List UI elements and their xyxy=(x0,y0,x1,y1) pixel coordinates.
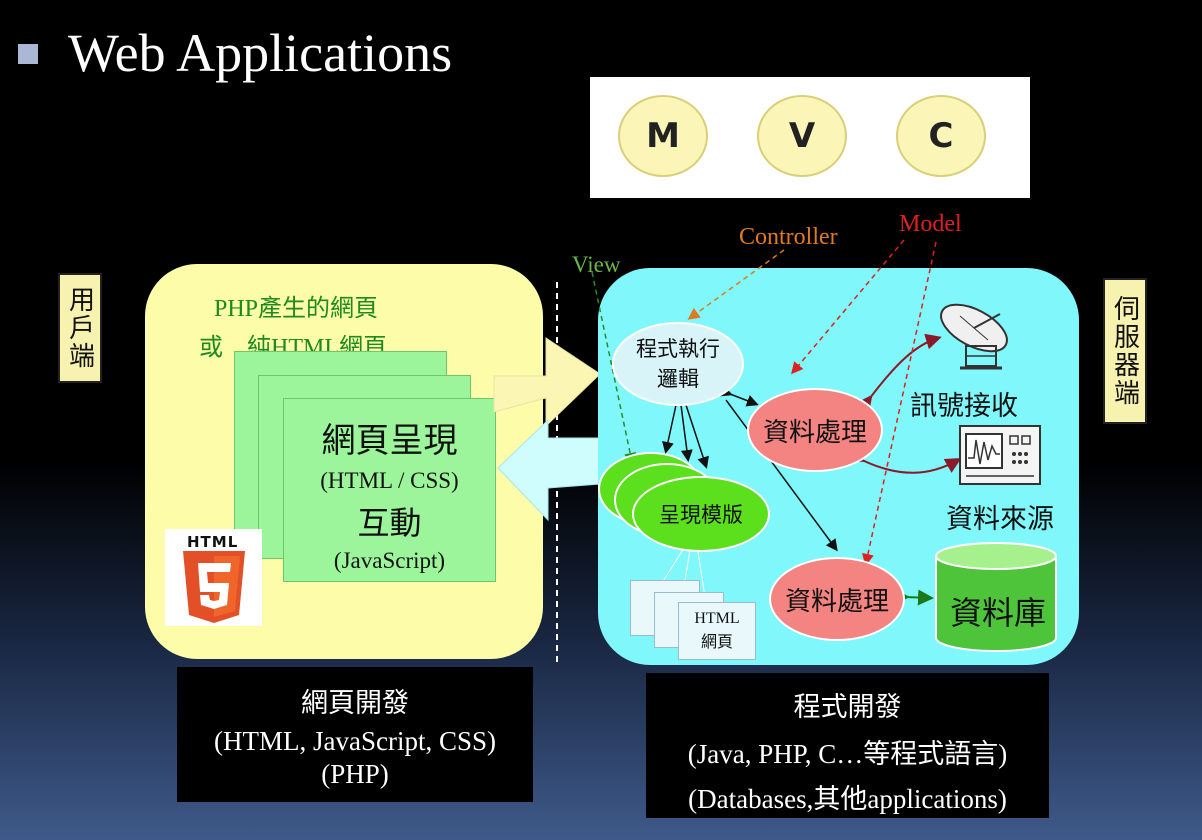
html5-logo: HTML xyxy=(165,529,262,626)
page-front: 網頁呈現 (HTML / CSS) 互動 (JavaScript) xyxy=(283,398,496,582)
program-dev-title: 程式開發 xyxy=(793,692,902,722)
database-label: 資料庫 xyxy=(950,595,1047,631)
page-interact-tech: (JavaScript) xyxy=(333,548,446,573)
web-dev-php: (PHP) xyxy=(321,759,389,789)
web-dev-title: 網頁開發 xyxy=(301,688,409,718)
controller-label: Controller xyxy=(739,224,838,250)
html-page-node: HTML 網頁 xyxy=(678,602,756,660)
client-line-php: PHP產生的網頁 xyxy=(214,296,379,322)
program-dev-box: 程式開發 (Java, PHP, C…等程式語言) (Databases,其他a… xyxy=(646,673,1049,818)
template-node: 呈現模版 xyxy=(632,476,770,552)
database-cylinder xyxy=(935,542,1057,652)
data-processing-bottom: 資料處理 xyxy=(769,557,905,641)
client-side-label: 用戶端 xyxy=(58,273,102,383)
program-dev-apps: (Databases,其他applications) xyxy=(688,784,1007,814)
html5-logo-text: HTML xyxy=(187,533,239,551)
model-label: Model xyxy=(899,211,962,237)
page-title: Web Applications xyxy=(68,23,453,83)
html5-shield-icon xyxy=(183,551,245,623)
server-side-label: 伺服器端 xyxy=(1103,278,1147,424)
page-interact-title: 互動 xyxy=(357,505,422,541)
oscilloscope-icon xyxy=(959,425,1041,485)
mvc-banner: M V C xyxy=(590,77,1030,198)
page-render-tech: (HTML / CSS) xyxy=(320,468,459,493)
mvc-m-circle: M xyxy=(618,95,708,177)
data-source-label: 資料來源 xyxy=(946,504,1054,534)
web-dev-box: 網頁開發 (HTML, JavaScript, CSS) (PHP) xyxy=(177,667,533,802)
web-dev-langs: (HTML, JavaScript, CSS) xyxy=(214,726,496,756)
program-dev-langs: (Java, PHP, C…等程式語言) xyxy=(687,739,1008,769)
request-response-arrows xyxy=(493,337,601,522)
data-processing-top: 資料處理 xyxy=(747,388,883,472)
program-logic-node: 程式執行 邏輯 xyxy=(612,322,744,406)
view-label: View xyxy=(572,252,621,277)
satellite-dish-icon xyxy=(940,303,1008,370)
page-render-title: 網頁呈現 xyxy=(321,423,458,460)
signal-receive-label: 訊號接收 xyxy=(910,391,1018,421)
mvc-c-circle: C xyxy=(896,95,986,177)
title-bullet xyxy=(18,44,38,64)
mvc-v-circle: V xyxy=(757,95,847,177)
